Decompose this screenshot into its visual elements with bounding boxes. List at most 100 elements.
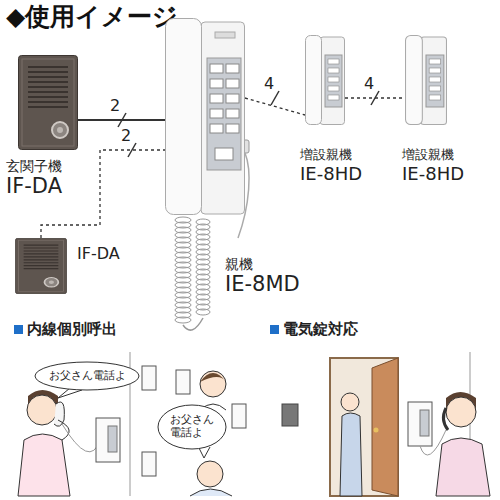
drawn-rect: [406, 36, 423, 125]
drawn-path: [372, 358, 398, 496]
drawn-rect: [328, 68, 339, 73]
door-lock-scene: [282, 352, 490, 496]
heading-bullet: [270, 325, 279, 334]
drawn-rect: [210, 64, 223, 73]
drawn-svg: [305, 35, 345, 125]
model-name-holder: IE-8HD: [402, 163, 464, 185]
model-name-holder: IF-DA: [77, 244, 120, 263]
model-name-holder: IF-DA: [6, 174, 62, 199]
dashed-wire: [245, 98, 305, 115]
wire-count-holder: 2: [121, 126, 131, 145]
wire-count-holder: 4: [264, 74, 274, 93]
device-caption: 増設親機: [402, 147, 454, 163]
drawn-rect: [215, 32, 235, 38]
drawn-rect: [22, 59, 74, 146]
device-caption: 増設親機: [300, 147, 352, 163]
drawn-rect: [176, 370, 190, 394]
drawn-rect: [328, 77, 339, 82]
drawn-path: [420, 430, 446, 455]
drawn-rect: [420, 410, 429, 436]
wire-count-holder: 2: [110, 96, 120, 115]
drawn-rect: [142, 366, 156, 390]
drawn-rect: [226, 79, 239, 88]
drawn-path: [58, 420, 69, 440]
drawn-rect: [226, 109, 239, 118]
door-unit: 玄関子機IF-DA: [18, 55, 78, 150]
wire-count-slash: [271, 91, 279, 105]
drawn-line: [24, 250, 59, 251]
drawn-path: [340, 413, 362, 496]
drawn-rect: [210, 124, 223, 133]
heading-bullet: [14, 325, 23, 334]
drawn-rect: [226, 94, 239, 103]
drawn-path: [183, 318, 203, 330]
drawn-line: [24, 265, 59, 266]
ext-unit: 増設親機IE-8HD: [405, 35, 447, 125]
model-name: IE-8HD: [300, 163, 362, 185]
drawn-path: [62, 424, 100, 452]
drawn-line: [28, 101, 68, 103]
drawn-circle: [44, 277, 58, 286]
wire-count-slash: [371, 91, 379, 105]
drawn-rect: [210, 79, 223, 88]
drawn-line: [28, 81, 68, 83]
drawn-path: [18, 434, 70, 496]
drawn-rect: [429, 68, 441, 73]
model-name: IF-DA: [77, 244, 120, 263]
drawn-svg: [405, 35, 447, 125]
drawn-rect: [96, 418, 120, 462]
handset-cord: [175, 217, 210, 330]
device-caption-holder: 玄関子機: [6, 158, 62, 175]
wire-count-holder: 4: [364, 74, 374, 93]
drawn-rect: [429, 59, 441, 64]
drawn-rect: [210, 109, 223, 118]
section-heading-holder: 電気錠対応: [283, 320, 358, 338]
page-title-holder: ◆使用イメージ: [6, 2, 178, 32]
section-heading-holder: 内線個別呼出: [27, 320, 117, 338]
drawn-rect: [429, 77, 441, 82]
speech-text: お父さん 電話よ: [170, 413, 218, 439]
drawn-path: [190, 489, 232, 496]
drawn-rect: [232, 404, 246, 428]
drawn-circle: [57, 127, 63, 133]
wire-count: 2: [121, 126, 131, 145]
drawn-path: [436, 438, 490, 496]
drawn-circle: [27, 395, 57, 425]
drawn-rect: [429, 86, 441, 91]
drawn-line: [28, 71, 68, 73]
drawn-svg: [15, 238, 67, 294]
drawn-rect: [408, 402, 432, 446]
drawn-rect: [142, 452, 156, 476]
drawn-circle: [374, 428, 379, 433]
drawn-svg: [18, 55, 78, 150]
drawn-rect: [201, 22, 245, 214]
drawn-line: [24, 259, 59, 260]
drawn-rect: [282, 404, 298, 426]
device-caption: 玄関子機: [6, 158, 62, 175]
intercom-scene: [18, 352, 246, 496]
model-name-holder: IE-8MD: [225, 272, 300, 297]
drawn-rect: [18, 240, 63, 291]
drawn-rect: [108, 426, 117, 452]
drawn-line: [24, 244, 59, 245]
device-caption-holder: 親機: [225, 256, 253, 273]
device-caption-holder: 増設親機: [402, 147, 454, 163]
section-heading: 内線個別呼出: [27, 320, 117, 338]
drawn-rect: [328, 95, 339, 100]
page-title: ◆使用イメージ: [6, 2, 178, 32]
model-name: IE-8MD: [225, 272, 300, 297]
drawn-rect: [325, 55, 342, 107]
drawn-rect: [328, 59, 339, 64]
drawn-rect: [226, 64, 239, 73]
model-name-holder: IE-8HD: [300, 163, 362, 185]
drawn-rect: [226, 124, 239, 133]
speech-text-holder: お父さん 電話よ: [170, 413, 218, 439]
drawn-rect: [215, 148, 233, 160]
drawn-line: [24, 262, 59, 263]
model-name: IE-8HD: [402, 163, 464, 185]
drawn-circle: [341, 393, 359, 411]
drawn-line: [24, 247, 59, 248]
drawn-rect: [210, 94, 223, 103]
drawn-line: [24, 256, 59, 257]
